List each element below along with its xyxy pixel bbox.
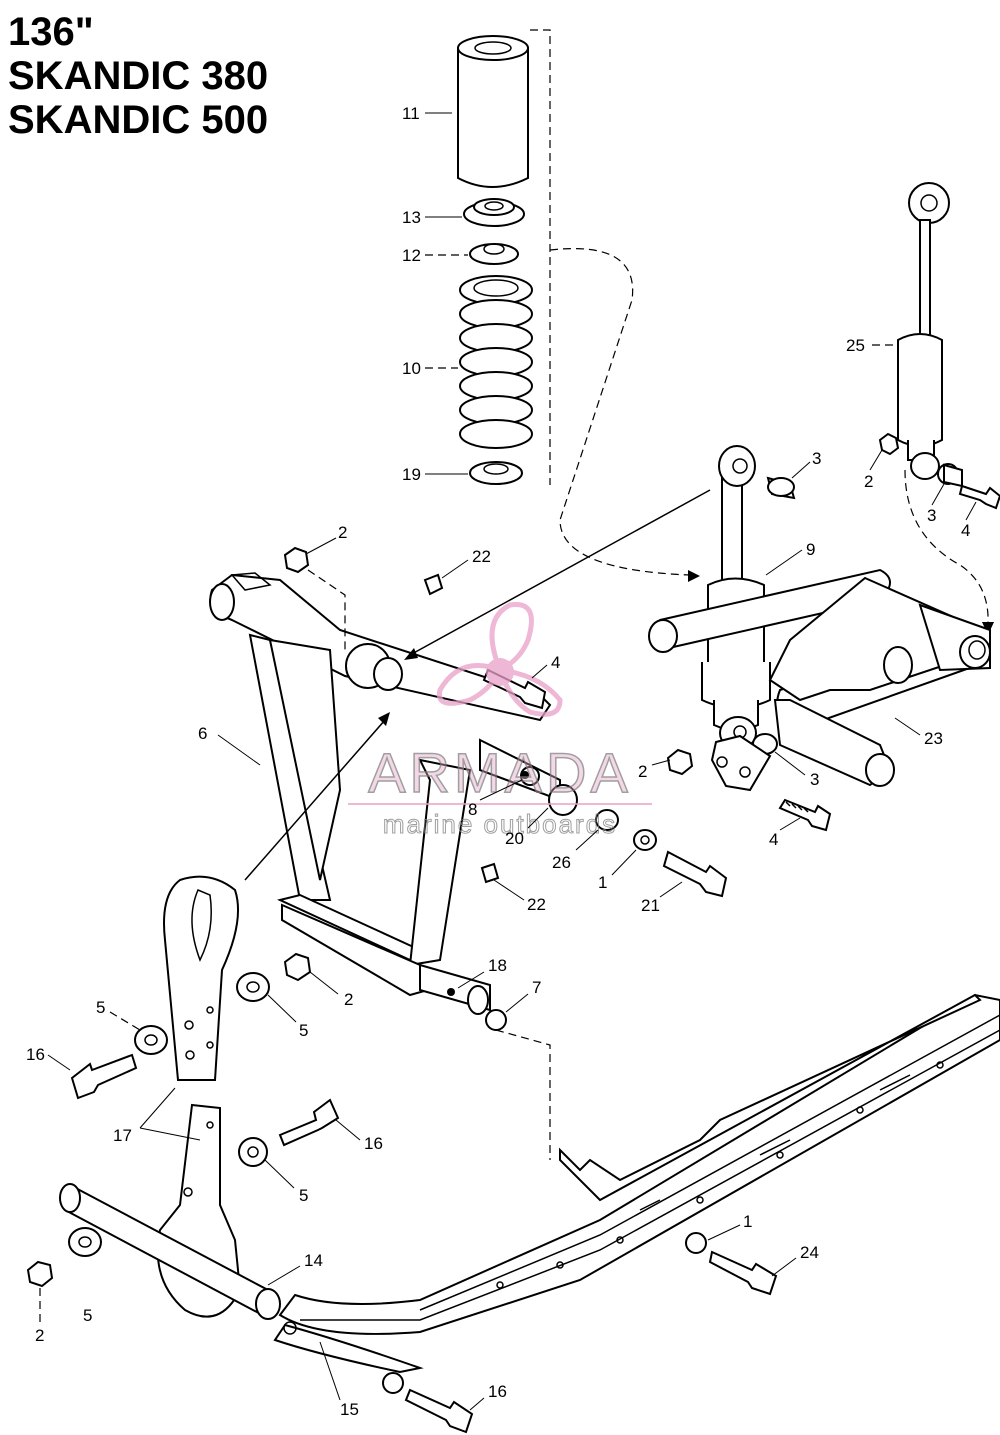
part-label-22: 22 bbox=[527, 895, 546, 914]
assembly-line-to-shock bbox=[549, 248, 691, 576]
propeller-logo-icon bbox=[436, 601, 563, 717]
part-label-8: 8 bbox=[468, 800, 477, 819]
part-label-4: 4 bbox=[551, 653, 560, 672]
part-label-23: 23 bbox=[924, 729, 943, 748]
bolt-21 bbox=[662, 850, 728, 898]
part-label-4: 4 bbox=[961, 521, 970, 540]
part-label-2: 2 bbox=[344, 990, 353, 1009]
nut-2-shock bbox=[666, 748, 694, 776]
nut-2-shock25 bbox=[878, 432, 900, 456]
title-line-1: 136" bbox=[8, 10, 94, 54]
washer-5-lower bbox=[68, 1227, 102, 1257]
part-label-14: 14 bbox=[304, 1251, 323, 1270]
arrow-line-link bbox=[244, 719, 386, 881]
part-label-15: 15 bbox=[340, 1400, 359, 1419]
coil-spring-10 bbox=[459, 275, 533, 449]
part-label-3: 3 bbox=[927, 506, 936, 525]
washer-26 bbox=[595, 809, 619, 831]
front-arm-6 bbox=[209, 572, 578, 1015]
pin-18 bbox=[447, 988, 455, 996]
part-label-13: 13 bbox=[402, 208, 421, 227]
washer-5-right bbox=[236, 972, 270, 1002]
bolt-24 bbox=[708, 1250, 778, 1296]
part-label-5: 5 bbox=[299, 1186, 308, 1205]
part-label-21: 21 bbox=[641, 896, 660, 915]
part-label-5: 5 bbox=[96, 998, 105, 1017]
shock-absorber-25 bbox=[897, 182, 950, 480]
part-label-18: 18 bbox=[488, 956, 507, 975]
bushing-3-top bbox=[766, 476, 796, 500]
watermark-tagline: marine outboards bbox=[383, 809, 617, 839]
assembly-line-nut bbox=[307, 569, 346, 650]
assembly-line-spring bbox=[530, 29, 551, 485]
spring-base-19 bbox=[469, 461, 523, 485]
washer-7 bbox=[485, 1009, 507, 1031]
bolt-16-mid bbox=[278, 1098, 340, 1147]
bushing-3-shock25 bbox=[937, 463, 963, 488]
part-label-2: 2 bbox=[864, 472, 873, 491]
part-label-16: 16 bbox=[364, 1134, 383, 1153]
slider-15 bbox=[273, 1321, 424, 1374]
grease-fitting-22-top bbox=[423, 573, 444, 596]
part-label-10: 10 bbox=[402, 359, 421, 378]
cross-shaft-23 bbox=[648, 568, 991, 792]
washer-1-rail bbox=[685, 1232, 707, 1254]
part-label-4: 4 bbox=[769, 830, 778, 849]
part-label-5: 5 bbox=[299, 1021, 308, 1040]
part-label-5: 5 bbox=[83, 1306, 92, 1325]
leader-lines bbox=[47, 112, 977, 1411]
watermark: ARMADA marine outboards bbox=[348, 601, 652, 840]
nut-2-link bbox=[283, 952, 312, 982]
bolt-4-shock25 bbox=[958, 484, 1000, 510]
part-label-25: 25 bbox=[846, 336, 865, 355]
title-line-3: SKANDIC 500 bbox=[8, 98, 269, 142]
spring-seat-13 bbox=[463, 198, 525, 227]
washer-5-mid bbox=[238, 1137, 268, 1167]
grease-fitting-22-mid bbox=[480, 862, 500, 884]
part-label-2: 2 bbox=[338, 523, 347, 542]
part-label-19: 19 bbox=[402, 465, 421, 484]
arrow-line-shock-arm bbox=[409, 489, 711, 656]
spring-cover-11 bbox=[457, 35, 529, 188]
washer-1-arm bbox=[633, 829, 657, 851]
title-line-2: SKANDIC 380 bbox=[8, 54, 269, 98]
arrow-head bbox=[688, 570, 700, 582]
nut-2-lower bbox=[26, 1260, 54, 1288]
arrow-head-link bbox=[378, 712, 390, 726]
part-label-6: 6 bbox=[198, 724, 207, 743]
part-label-1: 1 bbox=[743, 1212, 752, 1231]
part-label-20: 20 bbox=[505, 829, 524, 848]
arrow-head-arm bbox=[404, 648, 418, 660]
bolt-16-left bbox=[70, 1053, 138, 1100]
bushing-8 bbox=[520, 766, 540, 786]
assembly-line-25 bbox=[904, 469, 989, 626]
slide-rail bbox=[278, 993, 1000, 1335]
washer-1-bottom bbox=[382, 1372, 404, 1394]
part-label-26: 26 bbox=[552, 853, 571, 872]
part-label-2: 2 bbox=[35, 1326, 44, 1345]
shaft-14 bbox=[59, 1183, 281, 1320]
part-label-24: 24 bbox=[800, 1243, 819, 1262]
watermark-brand: ARMADA bbox=[368, 741, 632, 804]
nut-2-arm bbox=[283, 546, 310, 574]
part-label-12: 12 bbox=[402, 246, 421, 265]
link-17-upper bbox=[163, 875, 240, 1081]
retainer-12 bbox=[469, 243, 519, 265]
bolt-16-bottom bbox=[404, 1388, 474, 1434]
bolt-4-shock bbox=[778, 798, 832, 832]
washer-5-left bbox=[134, 1025, 168, 1055]
part-label-2: 2 bbox=[638, 762, 647, 781]
part-label-16: 16 bbox=[26, 1045, 45, 1064]
assembly-line-7 bbox=[495, 1029, 551, 1160]
part-label-17: 17 bbox=[113, 1126, 132, 1145]
part-label-22: 22 bbox=[472, 547, 491, 566]
part-label-7: 7 bbox=[532, 978, 541, 997]
part-label-3: 3 bbox=[812, 449, 821, 468]
part-label-1: 1 bbox=[598, 873, 607, 892]
part-label-11: 11 bbox=[402, 104, 420, 123]
part-label-9: 9 bbox=[806, 540, 815, 559]
part-label-16: 16 bbox=[488, 1382, 507, 1401]
part-label-3: 3 bbox=[810, 770, 819, 789]
